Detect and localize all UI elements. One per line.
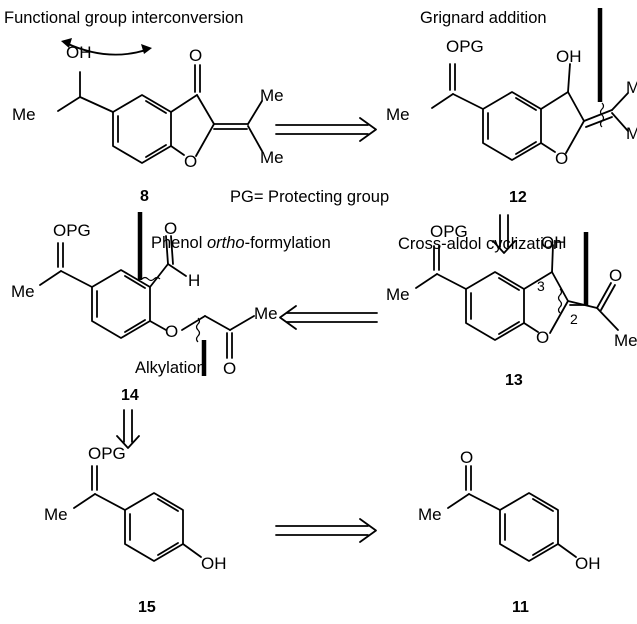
compound-14-me-right-label: Me bbox=[254, 304, 278, 323]
compound-14-opg-label: OPG bbox=[53, 221, 91, 240]
retro-arrow-14-to-15 bbox=[116, 409, 140, 449]
compound-13-structure bbox=[415, 232, 619, 341]
alkylation-step-label: Alkylation bbox=[135, 359, 206, 377]
compound-14-ether-o-label: O bbox=[165, 322, 178, 341]
grignard-step-label: Grignard addition bbox=[420, 9, 547, 27]
compound-14-aldehyde-h-label: H bbox=[188, 271, 200, 290]
compound-11-oh-label: OH bbox=[575, 554, 601, 573]
compound-14-number: 14 bbox=[121, 387, 139, 404]
compound-13-me-right-label: Me bbox=[614, 331, 637, 350]
compound-14-aldehyde-o-label: O bbox=[164, 219, 177, 238]
phenol-formylation-step-label: Phenol ortho-formylation bbox=[151, 234, 331, 252]
fgi-step-label: Functional group interconversion bbox=[4, 9, 243, 27]
compound-13-opg-label: OPG bbox=[430, 222, 468, 241]
retro-arrow-12-to-13 bbox=[492, 214, 516, 254]
compound-11-number: 11 bbox=[512, 599, 529, 616]
compound-12-oh-label: OH bbox=[556, 47, 582, 66]
compound-11-structure bbox=[447, 465, 577, 562]
compound-13-oh-label: OH bbox=[541, 233, 567, 252]
compound-15-me-label: Me bbox=[44, 505, 68, 524]
compound-8-number: 8 bbox=[140, 188, 149, 205]
compound-13-position-2: 2 bbox=[570, 311, 578, 327]
retro-arrow-8-to-12 bbox=[275, 117, 377, 142]
compound-12-me-label: Me bbox=[386, 105, 410, 124]
compound-8-me-bottom-label: Me bbox=[260, 148, 284, 167]
compound-15-structure bbox=[73, 465, 202, 562]
compound-8-me-top-label: Me bbox=[260, 86, 284, 105]
compound-13-me-label: Me bbox=[386, 285, 410, 304]
compound-12-ring-o-label: O bbox=[555, 149, 568, 168]
compound-8-oh-label: OH bbox=[66, 43, 92, 62]
compound-12-structure bbox=[431, 8, 629, 161]
compound-13-number: 13 bbox=[505, 372, 523, 389]
compound-12-number: 12 bbox=[509, 189, 527, 206]
cross-aldol-step-label: Cross-aldol cyclization bbox=[398, 235, 562, 253]
compound-8-me-label: Me bbox=[12, 105, 36, 124]
compound-8-ketone-o-label: O bbox=[189, 46, 202, 65]
compound-8-ring-o-label: O bbox=[184, 152, 197, 171]
compound-15-opg-label: OPG bbox=[88, 444, 126, 463]
protecting-group-note: PG= Protecting group bbox=[230, 188, 389, 206]
compound-13-position-3: 3 bbox=[537, 278, 545, 294]
compound-8-structure bbox=[57, 38, 263, 164]
compound-11-ketone-o-label: O bbox=[460, 448, 473, 467]
compound-12-me-bottom-label: Me bbox=[626, 124, 637, 143]
compound-14-ketone-o-label: O bbox=[223, 359, 236, 378]
compound-14-structure bbox=[39, 212, 255, 376]
compound-13-ring-o-label: O bbox=[536, 328, 549, 347]
compound-11-me-label: Me bbox=[418, 505, 442, 524]
compound-15-oh-label: OH bbox=[201, 554, 227, 573]
compound-15-number: 15 bbox=[138, 599, 156, 616]
retro-arrow-13-to-14 bbox=[279, 305, 378, 330]
compound-12-me-top-label: Me bbox=[626, 78, 637, 97]
compound-13-ketone-o-label: O bbox=[609, 266, 622, 285]
compound-14-me-label: Me bbox=[11, 282, 35, 301]
compound-12-opg-label: OPG bbox=[446, 37, 484, 56]
retro-arrow-15-to-11 bbox=[275, 518, 377, 543]
